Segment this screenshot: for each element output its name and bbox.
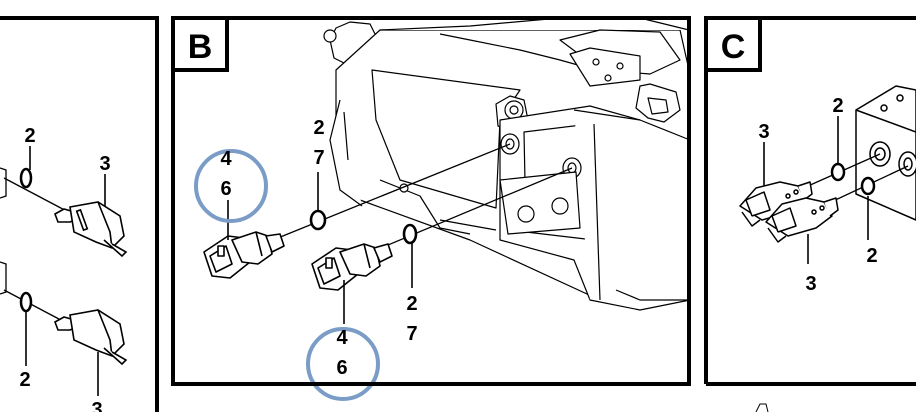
panel-a-callout-upper-oring: 2: [24, 125, 35, 147]
panel-a-upper-sensor: [54, 201, 128, 258]
panel-b-letter: B: [188, 28, 213, 66]
panel-a-upper-block-edge: [0, 167, 7, 199]
panel-d-partial-edge: [755, 403, 769, 413]
panel-b-callout-upper-oring-2: 7: [313, 147, 324, 169]
panel-b-callout-upper-sensor-1: 4: [220, 148, 232, 170]
panel-b-callout-upper-sensor-2: 6: [220, 178, 231, 200]
panel-b-callout-lower-oring-2: 7: [406, 323, 417, 345]
panel-b-upper-sensor: [203, 231, 285, 279]
panel-b-border: [171, 16, 691, 386]
panel-c-lower-sensor: [765, 197, 839, 243]
panel-a-lower-block-edge: [0, 261, 7, 295]
panel-b-callout-lower-sensor-2: 6: [336, 357, 347, 379]
panel-b-lower-highlight-circle: [306, 327, 380, 401]
panel-c-manifold-block: [855, 85, 916, 221]
panel-b-letter-box: [171, 16, 229, 72]
panel-a-callout-upper-sensor: 3: [99, 153, 110, 175]
panel-c-callout-lower-sensor: 3: [805, 273, 816, 295]
panel-b-upper-highlight-circle: [194, 149, 268, 223]
panel-a-callout-lower-oring: 2: [19, 369, 30, 391]
panel-b-lower-sensor: [311, 243, 393, 291]
panel-b-lower-o-ring: [402, 223, 418, 245]
panel-c: 2 3 2 3 C: [704, 16, 916, 413]
panel-b-upper-o-ring: [309, 209, 327, 231]
panel-a-callout-lower-sensor: 3: [91, 399, 102, 412]
panel-a: 2 3 2 3: [0, 16, 159, 417]
panel-a-upper-o-ring: [19, 167, 33, 189]
panel-a-lower-o-ring: [19, 291, 33, 313]
panel-b-callout-lower-oring-1: 2: [406, 293, 417, 315]
panel-c-letter-box: [704, 16, 762, 72]
panel-c-callout-upper-sensor: 3: [758, 121, 769, 143]
panel-c-lower-o-ring: [860, 176, 876, 196]
panel-a-lower-sensor: [54, 309, 128, 366]
panel-b: 2 7 4 6 2 7 4 6 B: [171, 16, 691, 401]
panel-c-upper-o-ring: [830, 162, 846, 182]
panel-c-callout-upper-oring: 2: [832, 95, 843, 117]
panel-c-callout-lower-oring: 2: [866, 245, 877, 267]
panel-a-leaders: [25, 146, 106, 396]
panel-b-callout-lower-sensor-1: 4: [336, 327, 348, 349]
panel-c-leaders: [763, 116, 869, 264]
panel-c-letter: C: [721, 28, 746, 66]
panel-b-callout-upper-oring-1: 2: [313, 117, 324, 139]
